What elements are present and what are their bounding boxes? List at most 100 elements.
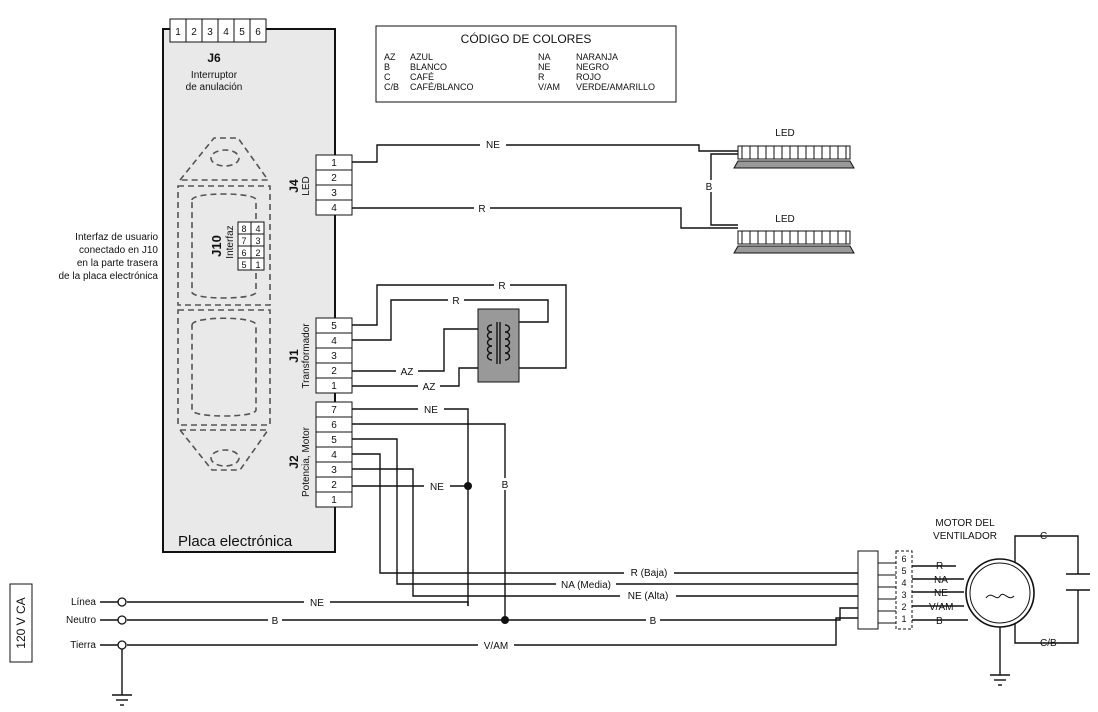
legend-title: CÓDIGO DE COLORES (461, 31, 592, 46)
note-line: Interfaz de usuario (75, 232, 158, 243)
j4-pin-label: 4 (331, 203, 337, 214)
wire-label: R (498, 281, 505, 292)
supply-linea: Línea (71, 597, 96, 608)
j6-desc: de anulación (186, 82, 243, 93)
legend-name: NEGRO (576, 62, 609, 72)
motor-pin-label: 5 (901, 566, 906, 576)
legend-code: NE (538, 62, 551, 72)
legend-name: CAFÉ/BLANCO (410, 82, 474, 92)
led-label: LED (775, 214, 794, 225)
wire-label: NE (310, 598, 324, 609)
wire-label: AZ (401, 367, 414, 378)
j6-pin-label: 2 (191, 27, 197, 38)
motor-wire-label: NA (934, 575, 948, 586)
j10-pin-label: 8 (241, 224, 246, 234)
legend-code: C/B (384, 82, 399, 92)
j2-pin-label: 4 (331, 450, 337, 461)
led-label: LED (775, 128, 794, 139)
legend-code: B (384, 62, 390, 72)
j2-pin-label: 3 (331, 465, 337, 476)
j4-pin-label: 2 (331, 173, 337, 184)
wire-label: B (502, 480, 509, 491)
legend-code: NA (538, 52, 551, 62)
wire-label: NA (Media) (561, 580, 611, 591)
j10-pin-label: 4 (255, 224, 260, 234)
motor-connector: 6 5 4 3 2 1 (857, 550, 913, 630)
j10-pin-label: 7 (241, 236, 246, 246)
supply-lines: Línea Neutro Tierra 120 V CA NE B B V/AM (9, 583, 858, 706)
wire-label: B (650, 616, 657, 627)
motor-wire-label: V/AM (929, 602, 953, 613)
j1-pin-label: 4 (331, 336, 337, 347)
wire-label: R (478, 204, 485, 215)
led-module-top: LED (733, 128, 855, 169)
wire-label: NE (424, 405, 438, 416)
j2-pin-label: 1 (331, 495, 337, 506)
wire-label: NE (486, 140, 500, 151)
supply-tierra: Tierra (70, 640, 96, 651)
j1-pin-label: 1 (331, 381, 337, 392)
legend-code: R (538, 72, 545, 82)
j10-connector: J10 Interfaz 8 4 7 3 6 2 5 1 (209, 221, 265, 271)
j2-pin-label: 6 (331, 420, 337, 431)
j2-connector: 7 6 5 4 3 2 1 J2 Potencia, Motor (287, 401, 353, 508)
wire-label: R (Baja) (631, 568, 668, 579)
j6-id: J6 (207, 51, 221, 65)
j10-pin-label: 2 (255, 248, 260, 258)
legend-name: BLANCO (410, 62, 447, 72)
board-label: Placa electrónica (178, 533, 293, 550)
j4-id: J4 (287, 179, 301, 193)
wire-label: R (452, 296, 459, 307)
motor-pin-label: 2 (901, 602, 906, 612)
j1-pin-label: 2 (331, 366, 337, 377)
wire-label: V/AM (484, 641, 508, 652)
legend-name: NARANJA (576, 52, 618, 62)
motor-wire-label: B (936, 616, 943, 627)
j6-pin-label: 1 (175, 27, 181, 38)
j1-pin-label: 3 (331, 351, 337, 362)
motor-pin-label: 6 (901, 554, 906, 564)
legend-code: AZ (384, 52, 396, 62)
j6-connector: 1 2 3 4 5 6 J6 Interruptor de anulación (169, 18, 267, 93)
j2-desc: Potencia, Motor (301, 426, 312, 497)
j6-pin-label: 5 (239, 27, 245, 38)
supply-neutro: Neutro (66, 615, 96, 626)
legend-code: V/AM (538, 82, 560, 92)
j10-pin-label: 1 (255, 260, 260, 270)
interface-outline (177, 137, 271, 471)
legend-code: C (384, 72, 391, 82)
j2-pin-label: 7 (331, 405, 337, 416)
motor-pin-label: 3 (901, 590, 906, 600)
j4-pin-label: 1 (331, 158, 337, 169)
legend-name: ROJO (576, 72, 601, 82)
wire-label: B (706, 182, 713, 193)
j4-desc: LED (301, 176, 312, 195)
legend-name: AZUL (410, 52, 433, 62)
transformer (477, 308, 520, 383)
motor-power-wiring: NE NE B R (Baja) NA (Media) NE (Alta) (352, 403, 858, 624)
j10-pin-label: 6 (241, 248, 246, 258)
motor-wire-label: NE (934, 588, 948, 599)
supply-voltage: 120 V CA (14, 597, 28, 648)
wire-label: AZ (423, 382, 436, 393)
interface-note: Interfaz de usuario conectado en J10 en … (58, 232, 158, 282)
led-module-bottom: LED (733, 214, 855, 254)
note-line: conectado en J10 (79, 245, 158, 256)
motor-title: MOTOR DEL (935, 518, 995, 529)
fan-motor: MOTOR DEL VENTILADOR R NA NE V/AM B C C/… (912, 518, 1090, 686)
j2-pin-label: 2 (331, 480, 337, 491)
note-line: de la placa electrónica (58, 271, 158, 282)
j6-desc: Interruptor (191, 70, 238, 81)
note-line: en la parte trasera (77, 258, 159, 269)
j2-pin-label: 5 (331, 435, 337, 446)
j10-pin-label: 5 (241, 260, 246, 270)
wire-label: NE (430, 482, 444, 493)
color-legend: CÓDIGO DE COLORES AZ AZUL B BLANCO C CAF… (375, 25, 677, 103)
legend-name: VERDE/AMARILLO (576, 82, 655, 92)
wire-label: B (272, 616, 279, 627)
j1-id: J1 (287, 349, 301, 363)
electronic-board: Placa electrónica (162, 28, 336, 553)
j10-pin-label: 3 (255, 236, 260, 246)
motor-wire-label: C/B (1040, 638, 1057, 649)
